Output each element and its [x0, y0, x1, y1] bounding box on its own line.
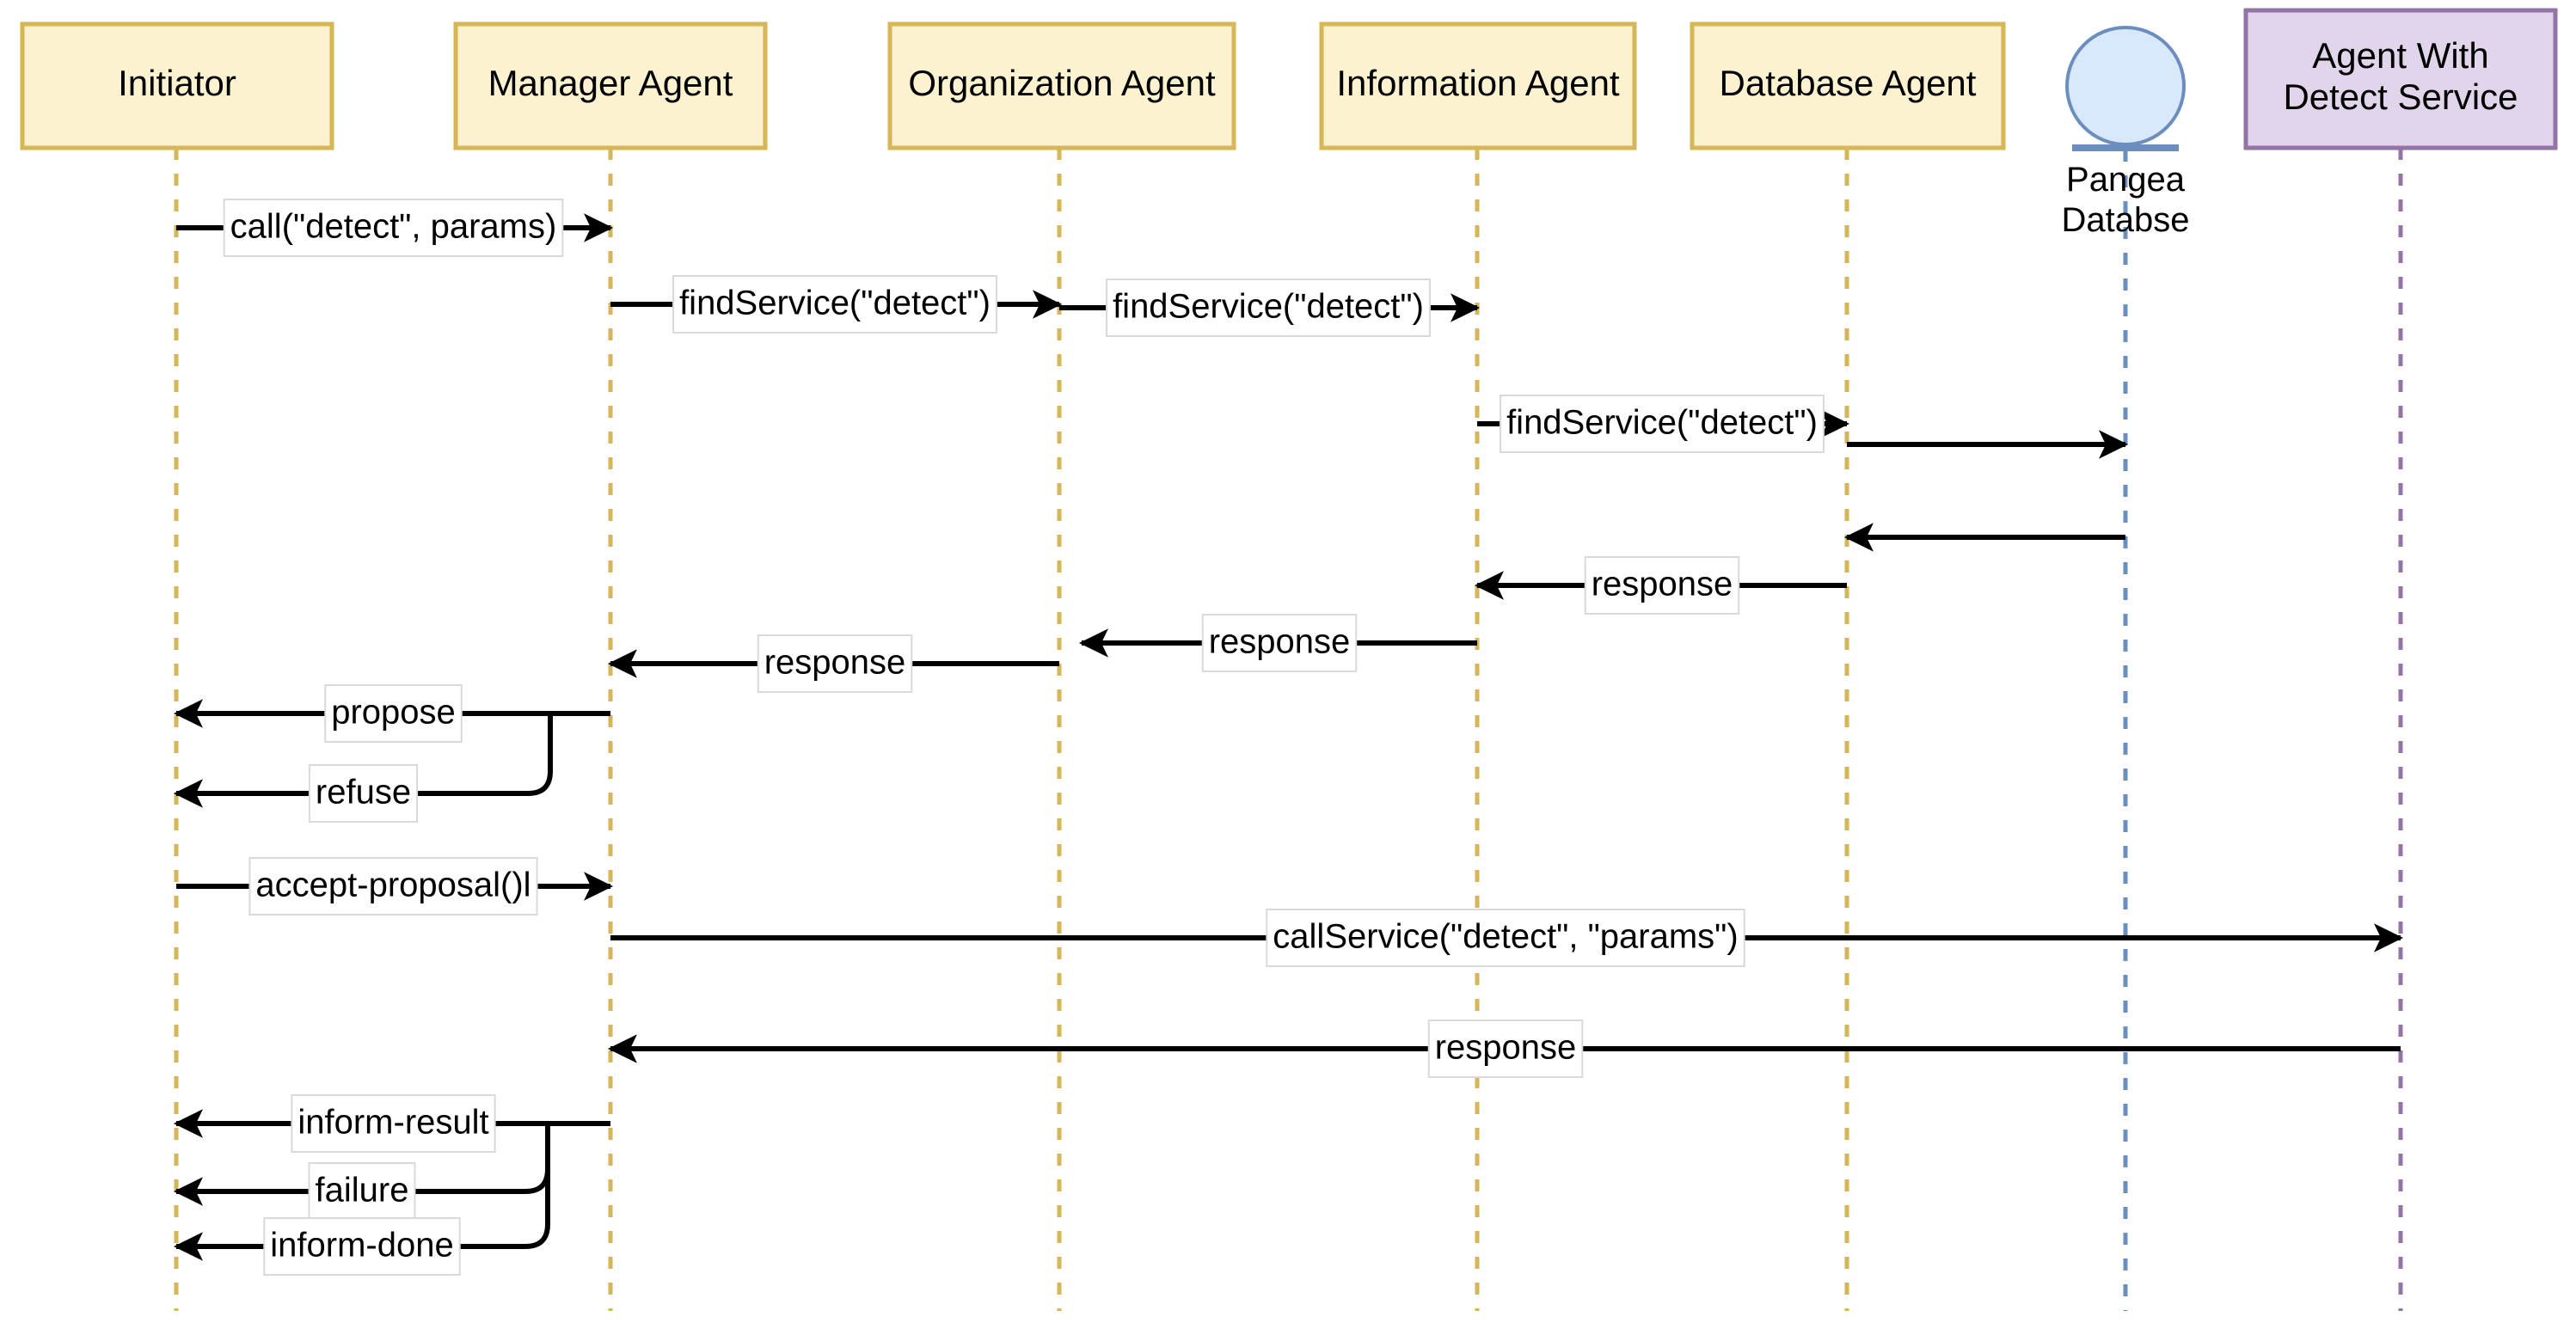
message-label-background-msg-response-2 [1201, 614, 1358, 672]
participant-box-database-agent[interactable] [1690, 21, 2006, 150]
message-label-background-msg-accept-proposal [248, 857, 538, 916]
message-arrow-msg-inform-done [173, 1124, 550, 1261]
message-label-background-msg-inform-done [263, 1217, 461, 1276]
message-msg-inform-result[interactable]: inform-result [173, 1094, 610, 1153]
message-label-msg-response-2: response [1209, 623, 1351, 661]
message-msg-findservice-2[interactable]: findService("detect") [1059, 279, 1481, 337]
message-label-background-msg-refuse [308, 764, 419, 823]
message-label-msg-findservice-3: findService("detect") [1506, 404, 1818, 442]
participant-label-initiator: Initiator [118, 63, 236, 103]
message-msg-accept-proposal[interactable]: accept-proposal()l [176, 857, 614, 916]
message-msg-response-2[interactable]: response [1078, 614, 1477, 672]
message-msg-response-4[interactable]: response [607, 1020, 2401, 1078]
message-label-msg-propose: propose [331, 694, 456, 732]
participant-label-pangea-database: Databse [2062, 201, 2190, 239]
message-msg-call-detect[interactable]: call("detect", params) [176, 199, 614, 257]
message-label-msg-inform-result: inform-result [297, 1104, 488, 1142]
participant-box-initiator[interactable] [20, 21, 334, 150]
message-msg-response-1[interactable]: response [1474, 556, 1847, 615]
message-label-background-msg-findservice-1 [672, 275, 997, 334]
message-label-background-msg-response-3 [757, 634, 913, 693]
participant-label-organization-agent: Organization Agent [908, 63, 1216, 103]
participant-label-agent-with-detect-service: Detect Service [2283, 77, 2518, 117]
message-label-msg-findservice-2: findService("detect") [1113, 288, 1424, 326]
participant-database-agent[interactable]: Database Agent [1690, 21, 2006, 150]
message-msg-inform-done[interactable]: inform-done [173, 1124, 550, 1276]
message-label-msg-response-4: response [1435, 1029, 1577, 1067]
participant-label-agent-with-detect-service: Agent With [2312, 35, 2488, 76]
message-label-msg-findservice-1: findService("detect") [679, 285, 991, 322]
database-circle-icon [2065, 26, 2186, 146]
participant-label-database-agent: Database Agent [1720, 63, 1977, 103]
message-label-msg-accept-proposal: accept-proposal()l [255, 867, 531, 904]
message-label-msg-inform-done: inform-done [270, 1227, 453, 1265]
message-label-background-msg-call-detect [223, 199, 564, 257]
participants-layer: Initiator Manager Agent Organization Agent… [20, 8, 2558, 239]
message-label-background-msg-response-1 [1584, 556, 1740, 615]
message-msg-callservice[interactable]: callService("detect", "params") [610, 909, 2404, 967]
message-label-background-msg-failure [308, 1162, 416, 1221]
message-label-background-msg-propose [324, 684, 463, 743]
participant-manager-agent[interactable]: Manager Agent [453, 21, 768, 150]
message-msg-response-3[interactable]: response [607, 634, 1059, 693]
participant-box-agent-with-detect-service[interactable] [2243, 8, 2558, 150]
message-label-msg-response-1: response [1592, 566, 1733, 603]
participant-initiator[interactable]: Initiator [20, 21, 334, 150]
participant-label-pangea-database: Pangea [2066, 161, 2186, 199]
message-label-msg-response-3: response [764, 644, 906, 682]
participant-box-manager-agent[interactable] [453, 21, 768, 150]
message-label-background-msg-findservice-2 [1106, 279, 1431, 337]
message-msg-findservice-3[interactable]: findService("detect") [1477, 395, 1850, 453]
message-arrow-msg-refuse [173, 713, 553, 808]
participant-box-organization-agent[interactable] [887, 21, 1236, 150]
message-label-background-msg-findservice-3 [1500, 395, 1825, 453]
participant-label-information-agent: Information Agent [1336, 63, 1620, 103]
message-label-background-msg-response-4 [1427, 1020, 1584, 1078]
message-label-background-msg-callservice [1266, 909, 1745, 967]
message-label-msg-failure: failure [316, 1172, 409, 1209]
participant-organization-agent[interactable]: Organization Agent [887, 21, 1236, 150]
messages-layer: call("detect", params) findService("detec… [173, 199, 2404, 1276]
participant-information-agent[interactable]: Information Agent [1319, 21, 1637, 150]
participant-label-manager-agent: Manager Agent [488, 63, 733, 103]
message-label-msg-callservice: callService("detect", "params") [1273, 918, 1738, 956]
message-msg-refuse[interactable]: refuse [173, 713, 553, 823]
message-label-msg-refuse: refuse [316, 774, 411, 811]
message-msg-findservice-1[interactable]: findService("detect") [610, 275, 1063, 334]
message-msg-propose[interactable]: propose [173, 684, 610, 743]
message-label-msg-call-detect: call("detect", params) [230, 208, 557, 246]
participant-box-information-agent[interactable] [1319, 21, 1637, 150]
message-label-background-msg-inform-result [291, 1094, 496, 1153]
